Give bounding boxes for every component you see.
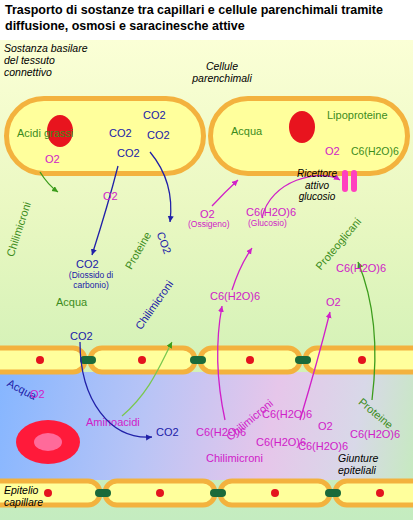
molecule-label: Acqua (231, 125, 262, 138)
molecule-label: (Diossido di carbonio) (60, 271, 122, 291)
molecule-label: O2 (45, 153, 60, 166)
molecule-label: O2 (30, 388, 45, 401)
molecule-label: O2 (103, 190, 118, 203)
molecule-label: O2 (318, 420, 333, 433)
molecule-label: CO2 (109, 127, 132, 140)
molecule-label: C6(H2O)6 (246, 206, 296, 219)
molecule-label: O2 (326, 296, 341, 309)
molecule-label: Acidi grassi (17, 127, 73, 140)
annotation: Epitelio capillare (4, 484, 74, 508)
molecule-label: C6(H2O)6 (210, 290, 260, 303)
molecule-label: Lipoproteine (327, 109, 388, 122)
molecule-label: Proteine (356, 395, 396, 431)
annotation: Sostanza basilare del tessuto connettivo (4, 42, 96, 78)
molecule-label: Chilimicroni (206, 452, 263, 465)
molecule-label: CO2 (76, 258, 99, 271)
lower-endothelium (0, 481, 413, 505)
molecule-label: C6(H2O)6 (351, 145, 399, 157)
annotation: Ricettore attivo glucosio (292, 168, 342, 203)
molecule-label: Aminoacidi (86, 416, 140, 429)
molecule-label: O2 (200, 208, 215, 221)
molecule-label: CO2 (117, 147, 140, 160)
molecule-label: CO2 (147, 129, 170, 142)
molecule-label: (Glucosio) (248, 219, 287, 229)
molecule-label: CO2 (143, 109, 166, 122)
molecule-label: CO2 (156, 426, 179, 439)
red-blood-cell (16, 420, 80, 464)
parenchymal-cell: Acidi grassiCO2CO2CO2CO2O2 (4, 96, 206, 176)
upper-endothelium (0, 348, 413, 372)
title: Trasporto di sostanze tra capillari e ce… (5, 3, 410, 34)
molecule-label: C6(H2O)6 (298, 440, 348, 453)
molecule-label: C6(H2O)6 (262, 408, 312, 421)
molecule-label: Acqua (56, 296, 87, 309)
cell-nucleus (289, 111, 315, 143)
molecule-label: CO2 (70, 330, 93, 343)
molecule-label: C6(H2O)6 (350, 428, 400, 441)
molecule-label: (Ossigeno) (188, 220, 230, 230)
annotation: Giunture epiteliali (338, 452, 408, 476)
molecule-label: O2 (325, 145, 340, 158)
parenchymal-cell: Acqua LipoproteineO2 C6(H2O)6 (208, 96, 410, 176)
annotation: Cellule parenchimali (182, 60, 262, 84)
molecule-label: C6(H2O)6 (336, 262, 386, 275)
